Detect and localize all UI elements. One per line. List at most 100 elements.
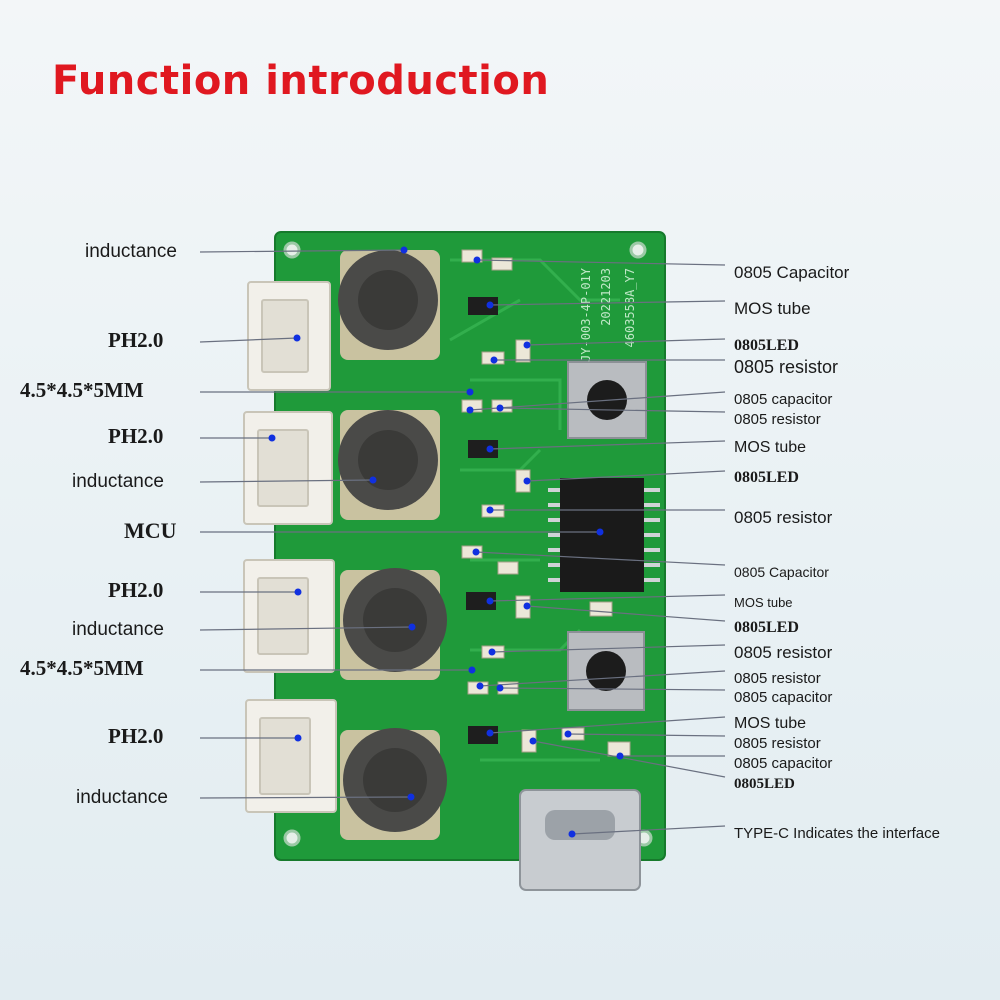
label-right-led-4: 0805LED <box>734 775 795 792</box>
leader-line <box>199 626 413 631</box>
callout-dot <box>268 434 276 442</box>
leader-line <box>469 391 726 411</box>
callout-dot <box>523 602 531 610</box>
callout-dot <box>496 684 504 692</box>
callout-dot <box>473 256 481 264</box>
callout-dot <box>523 477 531 485</box>
leader-line <box>532 740 726 778</box>
label-left-inductance-4: inductance <box>76 786 168 808</box>
label-right-mos-2: MOS tube <box>734 439 807 457</box>
leader-line <box>489 716 726 734</box>
label-right-typec: TYPE-C Indicates the interface <box>734 824 940 842</box>
label-left-ph20-2: PH2.0 <box>108 424 164 449</box>
label-left-mcu: MCU <box>124 517 177 543</box>
label-right-cap-3: 0805 Capacitor <box>734 564 829 581</box>
label-left-inductance-2: inductance <box>72 470 164 492</box>
callout-dot <box>596 528 604 536</box>
mounting-hole <box>283 829 301 847</box>
callout-dot <box>468 666 476 674</box>
callout-dot <box>568 830 576 838</box>
page-title: Function introduction <box>52 58 550 104</box>
callout-dot <box>486 445 494 453</box>
callout-dot <box>490 356 498 364</box>
leader-line <box>489 440 726 450</box>
label-right-res-6: 0805 resistor <box>734 734 821 752</box>
callout-dot <box>466 406 474 414</box>
silkscreen-text-3: 4603558A_Y7 <box>623 268 637 347</box>
label-right-res-1: 0805 resistor <box>734 357 839 378</box>
inductor-l1 <box>340 728 447 840</box>
leader-line <box>479 670 726 687</box>
leader-line <box>489 594 726 602</box>
leader-line <box>491 644 726 653</box>
inductor-l2 <box>340 568 447 680</box>
label-right-mos-1: MOS tube <box>734 298 811 318</box>
label-right-res-4: 0805 resistor <box>734 642 833 662</box>
mounting-hole <box>283 241 301 259</box>
callout-dot <box>486 729 494 737</box>
label-left-size-2: 4.5*4.5*5MM <box>20 656 144 681</box>
callout-dot <box>564 730 572 738</box>
inductor-l4 <box>338 250 440 360</box>
leader-line <box>475 551 726 566</box>
callout-dot <box>466 388 474 396</box>
connector-j3 <box>243 411 333 525</box>
label-left-ph20-3: PH2.0 <box>108 578 164 603</box>
leader-line <box>199 337 298 343</box>
callout-dot <box>476 682 484 690</box>
leader-line <box>526 605 726 622</box>
label-left-ph20-4: PH2.0 <box>108 724 164 749</box>
callout-dot <box>488 648 496 656</box>
leader-line <box>489 300 726 306</box>
callout-dot <box>496 404 504 412</box>
label-right-cap-2: 0805 capacitor <box>734 390 833 408</box>
mounting-hole <box>629 241 647 259</box>
leader-line <box>499 687 726 691</box>
mcu-chip-u1 <box>548 478 660 592</box>
leader-line <box>199 796 412 799</box>
inductor-l3 <box>338 410 440 520</box>
label-right-cap-4: 0805 capacitor <box>734 688 833 706</box>
callout-dot <box>293 334 301 342</box>
callout-dot <box>294 588 302 596</box>
connector-j1 <box>245 699 337 813</box>
label-right-led-3: 0805LED <box>734 619 799 637</box>
label-right-cap-1: 0805 Capacitor <box>734 262 850 282</box>
callout-dot <box>472 548 480 556</box>
label-right-cap-5: 0805 capacitor <box>734 754 833 772</box>
callout-dot <box>529 737 537 745</box>
label-left-size-1: 4.5*4.5*5MM <box>20 378 144 403</box>
leader-line <box>199 479 374 483</box>
callout-dot <box>400 246 408 254</box>
label-right-led-2: 0805LED <box>734 469 799 487</box>
tact-switch-s1 <box>567 631 645 711</box>
leader-line <box>526 338 726 346</box>
label-right-res-2: 0805 resistor <box>734 410 821 428</box>
leader-line <box>567 733 726 737</box>
callout-dot <box>407 793 415 801</box>
label-right-res-3: 0805 resistor <box>734 507 833 527</box>
label-left-ph20-1: PH2.0 <box>108 328 164 353</box>
callout-dot <box>294 734 302 742</box>
silkscreen-text-2: 20221203 <box>599 268 613 326</box>
connector-j4 <box>247 281 331 391</box>
leader-line <box>199 249 405 253</box>
leader-line <box>571 825 726 835</box>
label-right-mos-3: MOS tube <box>734 594 793 610</box>
callout-dot <box>486 597 494 605</box>
leader-line <box>526 470 726 482</box>
connector-j2 <box>243 559 335 673</box>
silkscreen-text-1: JY-003-4P-01Y <box>579 267 593 362</box>
label-left-inductance-1: inductance <box>85 240 177 262</box>
leader-line <box>476 259 726 266</box>
callout-dot <box>486 301 494 309</box>
leader-line <box>499 407 726 413</box>
callout-dot <box>523 341 531 349</box>
callout-dot <box>616 752 624 760</box>
callout-dot <box>408 623 416 631</box>
label-right-led-1: 0805LED <box>734 337 799 355</box>
type-c-port <box>519 789 641 891</box>
callout-dot <box>369 476 377 484</box>
